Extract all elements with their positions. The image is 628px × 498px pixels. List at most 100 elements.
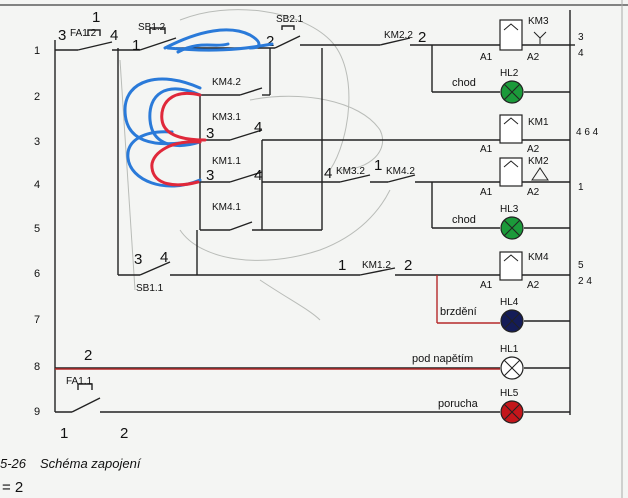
km2-a2: A2	[527, 187, 540, 198]
hw-bottom-note: = 2	[2, 479, 23, 496]
hw-km32-right: 1	[374, 157, 382, 174]
hw-fa12-left: 3	[58, 27, 66, 44]
km3-a1: A1	[480, 52, 493, 63]
row-numbers: 1 2 3 4 5 6 7 8 9	[34, 45, 40, 418]
km4-coil	[499, 251, 523, 281]
blue-loop-left-inner	[148, 87, 202, 147]
hl5-label: HL5	[500, 388, 519, 399]
hw-km31-right: 4	[254, 119, 262, 136]
km1-label: KM1	[528, 117, 549, 128]
row-number-2: 2	[34, 91, 40, 103]
red-wiring	[55, 275, 500, 370]
hw-sb12-right: 2	[266, 33, 274, 50]
figure-title: Schéma zapojení	[40, 456, 142, 471]
km12-label: KM1.2	[362, 260, 391, 271]
fa12-label: FA1.2	[70, 28, 97, 39]
row-number-9: 9	[34, 406, 40, 418]
km4x-contact	[387, 174, 416, 183]
km2-a1: A1	[480, 187, 493, 198]
hl2-function: chod	[452, 77, 476, 89]
sb11-contact	[139, 261, 171, 276]
blue-loop-lower	[126, 130, 202, 188]
km4-label: KM4	[528, 252, 549, 263]
row-number-7: 7	[34, 314, 40, 326]
hl2-label: HL2	[500, 68, 519, 79]
km4-ref-1: 5	[578, 260, 584, 271]
lamp-crosses	[503, 83, 521, 421]
hw-km32-left: 4	[324, 165, 332, 182]
km3-ref-2: 4	[578, 48, 584, 59]
contacts	[71, 25, 416, 413]
hw-km11-left: 3	[206, 167, 214, 184]
km32-contact	[339, 174, 371, 183]
blue-marker-loops	[123, 28, 274, 188]
km22-label: KM2.2	[384, 30, 413, 41]
hw-fa11-left: 1	[60, 425, 68, 442]
fa12-actuator	[87, 29, 101, 36]
km1-coil	[499, 114, 523, 144]
row-number-5: 5	[34, 223, 40, 235]
sb21-label: SB2.1	[276, 14, 304, 25]
km2-ref: 1	[578, 182, 584, 193]
blue-loop-left-outer	[123, 77, 202, 146]
km22-contact	[379, 37, 411, 46]
sb21-contact	[274, 35, 301, 49]
km2-label: KM2	[528, 156, 549, 167]
hw-km12-right: 2	[404, 257, 412, 274]
sb12-contact	[139, 37, 177, 51]
km41-contact	[229, 221, 253, 231]
hl1-label: HL1	[500, 344, 519, 355]
sb12-actuator	[149, 27, 166, 34]
km42-label: KM4.2	[212, 77, 241, 88]
pencil-sketch-marks	[119, 9, 391, 321]
hl3-label: HL3	[500, 204, 519, 215]
lamp-function-labels: chod chod brzdění pod napětím porucha	[412, 77, 479, 410]
blue-loop-top-inner	[176, 42, 230, 54]
km12-contact	[359, 267, 396, 276]
contact-labels: FA1.2 SB1.2 SB2.1 KM2.2 KM4.2 KM3.1 KM1.…	[66, 14, 415, 387]
km31-label: KM3.1	[212, 112, 241, 123]
km3-label: KM3	[528, 16, 549, 27]
lamp-name-labels: HL2 HL3 HL4 HL1 HL5	[500, 68, 519, 399]
hw-km12-left: 1	[338, 257, 346, 274]
hw-km31-left: 3	[206, 125, 214, 142]
km1-a1: A1	[480, 144, 493, 155]
km2-delta-mark	[531, 167, 549, 181]
km11-contact	[229, 171, 263, 183]
km4-a1: A1	[480, 280, 493, 291]
hl1-function: pod napětím	[412, 353, 473, 365]
sb21-actuator	[281, 25, 295, 30]
fa11-label: FA1.1	[66, 376, 93, 387]
red-marker-loops	[150, 92, 207, 187]
hl3-function: chod	[452, 214, 476, 226]
fa11-contact	[71, 397, 101, 413]
coil-labels: KM3 KM1 KM2 KM4	[528, 16, 549, 263]
hl4-function: brzdění	[440, 306, 477, 318]
hw-sb12-left: 1	[132, 37, 140, 54]
row-number-3: 3	[34, 136, 40, 148]
hw-fa11-right: 2	[120, 425, 128, 442]
red-loop-lower	[150, 140, 202, 187]
km3-y-mark	[533, 31, 547, 44]
km4x-label: KM4.2	[386, 166, 415, 177]
hw-km11-right: 4	[254, 167, 262, 184]
coil-symbols	[503, 23, 519, 262]
row-number-6: 6	[34, 268, 40, 280]
hw-fa12-top: 1	[92, 9, 100, 26]
km3-coil	[499, 19, 523, 51]
row-number-1: 1	[34, 45, 40, 57]
sb11-label: SB1.1	[136, 283, 164, 294]
hw-sb11-right: 4	[160, 249, 168, 266]
fa12-contact	[77, 41, 113, 51]
row-number-8: 8	[34, 361, 40, 373]
km4-a2: A2	[527, 280, 540, 291]
hw-fa12-right: 4	[110, 27, 118, 44]
handwritten-notes: 3 1 4 1 2 2 3 4 3 4 4 1 3 4 1 2 2 1 2 = …	[2, 9, 426, 496]
hl4-label: HL4	[500, 297, 519, 308]
km4-ref-2: 2 4	[578, 276, 592, 287]
row-number-4: 4	[34, 179, 40, 191]
hw-km22-pin: 2	[418, 29, 426, 46]
figure-caption: 5-26 Schéma zapojení	[0, 456, 142, 471]
hw-sb11-left: 3	[134, 251, 142, 268]
